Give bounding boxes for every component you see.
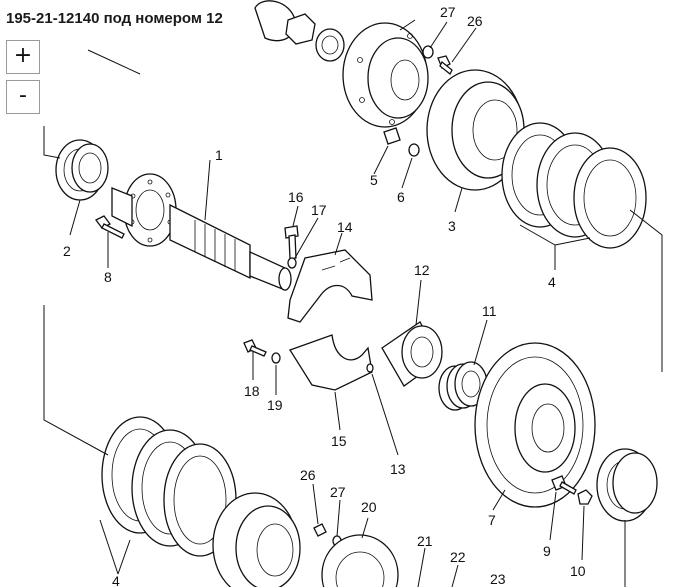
part-4-shims-upper	[501, 122, 647, 249]
callout-19: 19	[267, 397, 283, 413]
part-26-bolt-bottom	[313, 523, 327, 537]
callout-13: 13	[390, 461, 406, 477]
part-2-bearing	[55, 139, 109, 201]
part-1-shaft	[111, 173, 292, 291]
callout-7: 7	[488, 512, 496, 528]
part-7-bevel-gear	[474, 342, 596, 508]
part-14-cap-upper	[287, 249, 373, 323]
callout-21: 21	[417, 533, 433, 549]
zoom-in-button[interactable]: +	[6, 40, 40, 74]
callout-22: 22	[450, 549, 466, 565]
part-6-washer	[408, 143, 420, 157]
callout-16: 16	[288, 189, 304, 205]
part-11-spring	[438, 361, 488, 411]
part-12-sleeve	[381, 321, 443, 387]
part-8-bolt	[95, 215, 125, 239]
callout-3: 3	[448, 218, 456, 234]
callout-27-top: 27	[440, 4, 456, 20]
part-18-bolt	[243, 339, 267, 357]
callout-8: 8	[104, 269, 112, 285]
callout-12: 12	[414, 262, 430, 278]
part-3-cover	[426, 69, 525, 191]
part-5-plug	[383, 127, 401, 145]
page-title: 195-21-12140 под номером 12	[6, 10, 223, 27]
callout-6: 6	[397, 189, 405, 205]
hub-flange	[342, 22, 429, 128]
callout-5: 5	[370, 172, 378, 188]
part-15-cap-lower	[289, 334, 373, 391]
callout-4-upper: 4	[548, 274, 556, 290]
bottom-housing	[212, 492, 301, 587]
leader-lines	[43, 19, 663, 587]
callout-14: 14	[337, 219, 353, 235]
callout-11: 11	[482, 303, 497, 319]
callout-4-lower: 4	[112, 573, 120, 587]
part-20-flange	[321, 534, 399, 587]
part-16-bolt	[284, 225, 299, 260]
callout-26-bottom: 26	[300, 467, 316, 483]
upper-flange-fragment	[254, 0, 345, 62]
bearing-right	[596, 448, 658, 522]
callout-27-bottom: 27	[330, 484, 346, 500]
callout-1: 1	[215, 147, 223, 163]
part-26-bolt-top	[437, 55, 453, 76]
callout-labels: 1 2 3 4 4 5 6 7 8 9 10 11 12 13 14 15 16…	[63, 4, 586, 587]
part-27-washer-top	[422, 45, 434, 59]
callout-9: 9	[543, 543, 551, 559]
callout-2: 2	[63, 243, 71, 259]
part-13-pin	[366, 363, 374, 373]
callout-10: 10	[570, 563, 586, 579]
callout-26-top: 26	[467, 13, 483, 29]
part-9-bolt	[551, 475, 577, 495]
part-19-washer	[271, 352, 281, 364]
zoom-out-button[interactable]: -	[6, 80, 40, 114]
callout-18: 18	[244, 383, 260, 399]
part-17-washer	[287, 257, 297, 269]
callout-23: 23	[490, 571, 506, 587]
callout-15: 15	[331, 433, 347, 449]
part-10-nut	[577, 489, 593, 505]
callout-17: 17	[311, 202, 327, 218]
callout-20: 20	[361, 499, 377, 515]
